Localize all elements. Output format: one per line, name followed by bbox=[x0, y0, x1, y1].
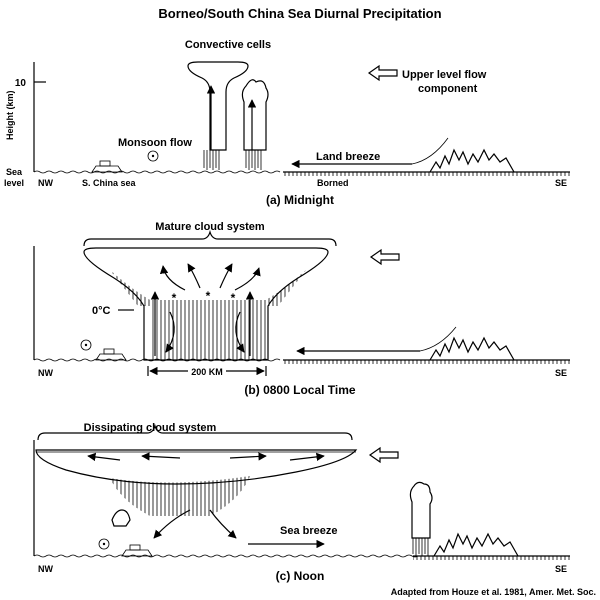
nw-label-b: NW bbox=[38, 368, 53, 378]
panel-0800: NW SE Mature cloud system * * * 0°C bbox=[33, 221, 570, 397]
caption-b: (b) 0800 Local Time bbox=[244, 383, 355, 397]
nw-label-a: NW bbox=[38, 178, 53, 188]
caption-c: (c) Noon bbox=[276, 569, 325, 583]
freezing-level-label: 0°C bbox=[92, 305, 111, 317]
dissipating-anvil bbox=[35, 449, 358, 485]
figure-title: Borneo/South China Sea Diurnal Precipita… bbox=[158, 6, 441, 21]
sea-surface-c bbox=[33, 554, 419, 558]
arrow-left-outline-icon bbox=[367, 64, 398, 82]
se-label-b: SE bbox=[555, 368, 567, 378]
land-breeze-slope-b bbox=[419, 326, 457, 352]
land-name-label: Borned bbox=[317, 178, 349, 188]
land-hatch-a bbox=[283, 172, 570, 176]
land-breeze-slope bbox=[411, 137, 449, 165]
svg-text:*: * bbox=[172, 291, 177, 305]
circulation-arrows bbox=[150, 263, 261, 356]
mature-cloud-bracket bbox=[83, 229, 337, 247]
land-hatch-c bbox=[413, 556, 570, 560]
dissipating-precip bbox=[110, 476, 250, 516]
nw-label-c: NW bbox=[38, 564, 53, 574]
sea-breeze-label: Sea breeze bbox=[280, 525, 337, 537]
ship-icon bbox=[95, 348, 127, 361]
upper-flow-label-1: Upper level flow bbox=[402, 69, 487, 81]
mountains-a bbox=[429, 148, 515, 173]
circle-dot-icon bbox=[98, 538, 110, 550]
anvil-precip-right bbox=[266, 270, 306, 306]
svg-text:*: * bbox=[231, 291, 236, 305]
circle-dot-icon bbox=[80, 339, 92, 351]
mature-cloud-label: Mature cloud system bbox=[155, 221, 265, 233]
circle-dot-icon bbox=[147, 150, 159, 162]
sea-level-label-1: Sea bbox=[6, 167, 23, 177]
credit-text: Adapted from Houze et al. 1981, Amer. Me… bbox=[391, 587, 596, 597]
mountains-c bbox=[433, 532, 519, 557]
anvil-precip-left bbox=[110, 270, 150, 306]
ship-icon bbox=[91, 160, 123, 173]
svg-text:*: * bbox=[206, 289, 211, 303]
upper-flow-label-2: component bbox=[418, 83, 478, 95]
land-hatch-b bbox=[283, 360, 570, 364]
monsoon-flow-label: Monsoon flow bbox=[118, 137, 192, 149]
cloud-fragment bbox=[111, 509, 131, 527]
coastal-convective-cell bbox=[409, 481, 433, 556]
arrow-left-outline-icon bbox=[369, 248, 400, 266]
height-axis-label: Height (km) bbox=[5, 90, 15, 140]
distance-label: 200 KM bbox=[191, 367, 223, 377]
panel-noon: NW SE Dissipating cloud system Se bbox=[33, 422, 570, 583]
convective-cell-small bbox=[241, 79, 269, 170]
tick-10-label: 10 bbox=[15, 78, 27, 89]
arrow-left-outline-icon bbox=[368, 446, 399, 464]
sea-level-label-2: level bbox=[4, 178, 24, 188]
panel-midnight: 10 Height (km) Sea level NW SE S. China … bbox=[4, 39, 570, 207]
sea-name-label: S. China sea bbox=[82, 178, 137, 188]
snowflake-icon: * * * bbox=[172, 289, 236, 305]
convective-cell-large bbox=[187, 61, 249, 170]
convective-cells-label: Convective cells bbox=[185, 39, 271, 51]
se-label-a: SE bbox=[555, 178, 567, 188]
dissipating-cloud-label: Dissipating cloud system bbox=[84, 422, 217, 434]
se-label-c: SE bbox=[555, 564, 567, 574]
sea-surface-a bbox=[33, 170, 281, 174]
mountains-b bbox=[429, 336, 515, 361]
dissipation-arrows bbox=[87, 452, 325, 539]
ship-icon bbox=[121, 544, 153, 557]
land-breeze-label: Land breeze bbox=[316, 151, 380, 163]
caption-a: (a) Midnight bbox=[266, 193, 334, 207]
dissipating-cloud-bracket bbox=[37, 423, 353, 441]
